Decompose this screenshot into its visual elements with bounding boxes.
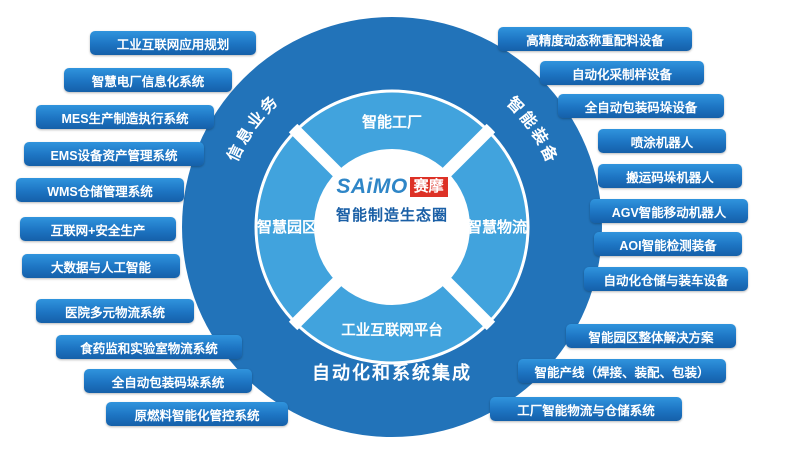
brand-saimo-text: SAiMO bbox=[336, 175, 408, 198]
pill-left-6: 互联网+安全生产 bbox=[20, 217, 176, 241]
pill-right-9: 智能园区整体解决方案 bbox=[566, 324, 736, 348]
brand-row: SAiMO 赛摩 bbox=[292, 175, 492, 198]
quadrant-label-smart-logistics: 智慧物流 bbox=[467, 218, 527, 236]
pill-left-10: 全自动包装码垛系统 bbox=[84, 369, 252, 393]
pill-left-7: 大数据与人工智能 bbox=[22, 254, 180, 278]
pill-left-11: 原燃料智能化管控系统 bbox=[106, 402, 288, 426]
pill-left-2: 智慧电厂信息化系统 bbox=[64, 68, 232, 92]
ring-label-automation-integration: 自动化和系统集成 bbox=[312, 362, 472, 383]
pill-left-9: 食药监和实验室物流系统 bbox=[56, 335, 242, 359]
quadrant-label-smart-park: 智慧园区 bbox=[257, 218, 317, 236]
pill-right-8: 自动化仓储与装车设备 bbox=[584, 267, 748, 291]
pill-left-1: 工业互联网应用规划 bbox=[90, 31, 256, 55]
pill-right-7: AOI智能检测装备 bbox=[594, 232, 742, 256]
pill-right-6: AGV智能移动机器人 bbox=[590, 199, 748, 223]
center-circle bbox=[314, 149, 470, 305]
ecosystem-diagram: 信息业务 智能装备 自动化和系统集成 智能工厂 智慧园区 智慧物流 工业互联网平… bbox=[182, 17, 602, 437]
pill-left-5: WMS仓储管理系统 bbox=[16, 178, 184, 202]
pill-right-10: 智能产线（焊接、装配、包装） bbox=[518, 359, 726, 383]
pill-left-8: 医院多元物流系统 bbox=[36, 299, 194, 323]
quadrant-label-industrial-internet-platform: 工业互联网平台 bbox=[341, 321, 443, 339]
pill-right-11: 工厂智能物流与仓储系统 bbox=[490, 397, 682, 421]
pill-right-4: 喷涂机器人 bbox=[598, 129, 726, 153]
pill-left-3: MES生产制造执行系统 bbox=[36, 105, 214, 129]
pill-left-4: EMS设备资产管理系统 bbox=[24, 142, 204, 166]
brand-cn-badge: 赛摩 bbox=[409, 177, 448, 197]
diagram-title: 智能制造生态圈 bbox=[335, 207, 448, 224]
quadrant-label-smart-factory: 智能工厂 bbox=[362, 113, 422, 131]
pill-right-2: 自动化采制样设备 bbox=[540, 61, 704, 85]
pill-right-5: 搬运码垛机器人 bbox=[598, 164, 742, 188]
pill-right-1: 高精度动态称重配料设备 bbox=[498, 27, 692, 51]
pill-right-3: 全自动包装码垛设备 bbox=[558, 94, 724, 118]
brand-logo: SAiMO 赛摩 智能制造生态圈 bbox=[292, 175, 492, 225]
